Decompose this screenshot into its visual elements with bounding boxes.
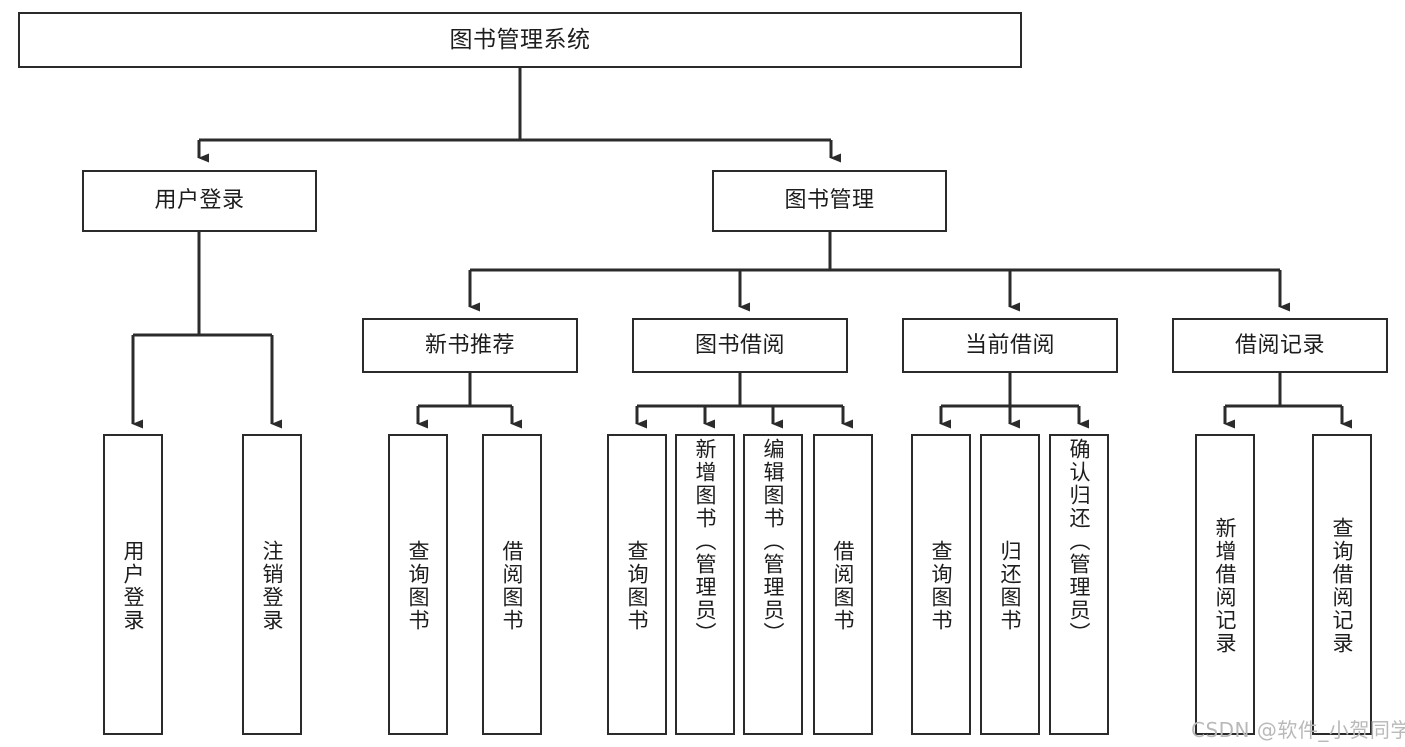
leaf-query-book-2-label: 查询图书 [625, 539, 650, 632]
node-book-borrow-label: 图书借阅 [694, 332, 785, 358]
leaf-edit-book-admin-label: 编辑图书（管理员） [761, 438, 786, 645]
leaf-borrow-book-2[interactable]: 借阅图书 [813, 434, 873, 735]
node-current-borrow-label: 当前借阅 [964, 332, 1055, 358]
node-new-book-recommend[interactable]: 新书推荐 [362, 318, 578, 373]
leaf-query-book-2[interactable]: 查询图书 [607, 434, 667, 735]
leaf-borrow-book-1-label: 借阅图书 [500, 539, 525, 632]
leaf-return-book-label: 归还图书 [998, 539, 1023, 632]
leaf-borrow-book-1[interactable]: 借阅图书 [482, 434, 542, 735]
node-book-management-label: 图书管理 [784, 188, 875, 214]
node-root[interactable]: 图书管理系统 [18, 12, 1022, 68]
leaf-query-book-3-label: 查询图书 [929, 539, 954, 632]
leaf-query-borrow-record[interactable]: 查询借阅记录 [1312, 434, 1372, 735]
node-root-label: 图书管理系统 [449, 26, 591, 53]
node-book-management[interactable]: 图书管理 [712, 170, 947, 232]
node-borrow-record[interactable]: 借阅记录 [1172, 318, 1388, 373]
leaf-return-book[interactable]: 归还图书 [980, 434, 1040, 735]
leaf-edit-book-admin[interactable]: 编辑图书（管理员） [743, 434, 803, 735]
node-user-login-label: 用户登录 [154, 188, 245, 214]
leaf-confirm-return-admin[interactable]: 确认归还（管理员） [1049, 434, 1109, 735]
leaf-add-borrow-record[interactable]: 新增借阅记录 [1195, 434, 1255, 735]
leaf-user-login-label: 用户登录 [121, 539, 146, 632]
leaf-query-borrow-record-label: 查询借阅记录 [1330, 516, 1355, 655]
leaf-logout[interactable]: 注销登录 [242, 434, 302, 735]
node-book-borrow[interactable]: 图书借阅 [632, 318, 848, 373]
leaf-add-borrow-record-label: 新增借阅记录 [1213, 516, 1238, 655]
node-current-borrow[interactable]: 当前借阅 [902, 318, 1118, 373]
watermark: CSDN @软件_小贺同学 [1191, 718, 1405, 742]
leaf-query-book-1-label: 查询图书 [406, 539, 431, 632]
node-user-login[interactable]: 用户登录 [82, 170, 317, 232]
leaf-borrow-book-2-label: 借阅图书 [831, 539, 856, 632]
node-borrow-record-label: 借阅记录 [1234, 332, 1325, 358]
leaf-user-login[interactable]: 用户登录 [103, 434, 163, 735]
leaf-add-book-admin-label: 新增图书（管理员） [693, 438, 718, 645]
leaf-add-book-admin[interactable]: 新增图书（管理员） [675, 434, 735, 735]
leaf-confirm-return-admin-label: 确认归还（管理员） [1067, 438, 1092, 645]
node-new-book-recommend-label: 新书推荐 [424, 332, 515, 358]
leaf-query-book-3[interactable]: 查询图书 [911, 434, 971, 735]
leaf-logout-label: 注销登录 [260, 539, 285, 632]
leaf-query-book-1[interactable]: 查询图书 [388, 434, 448, 735]
